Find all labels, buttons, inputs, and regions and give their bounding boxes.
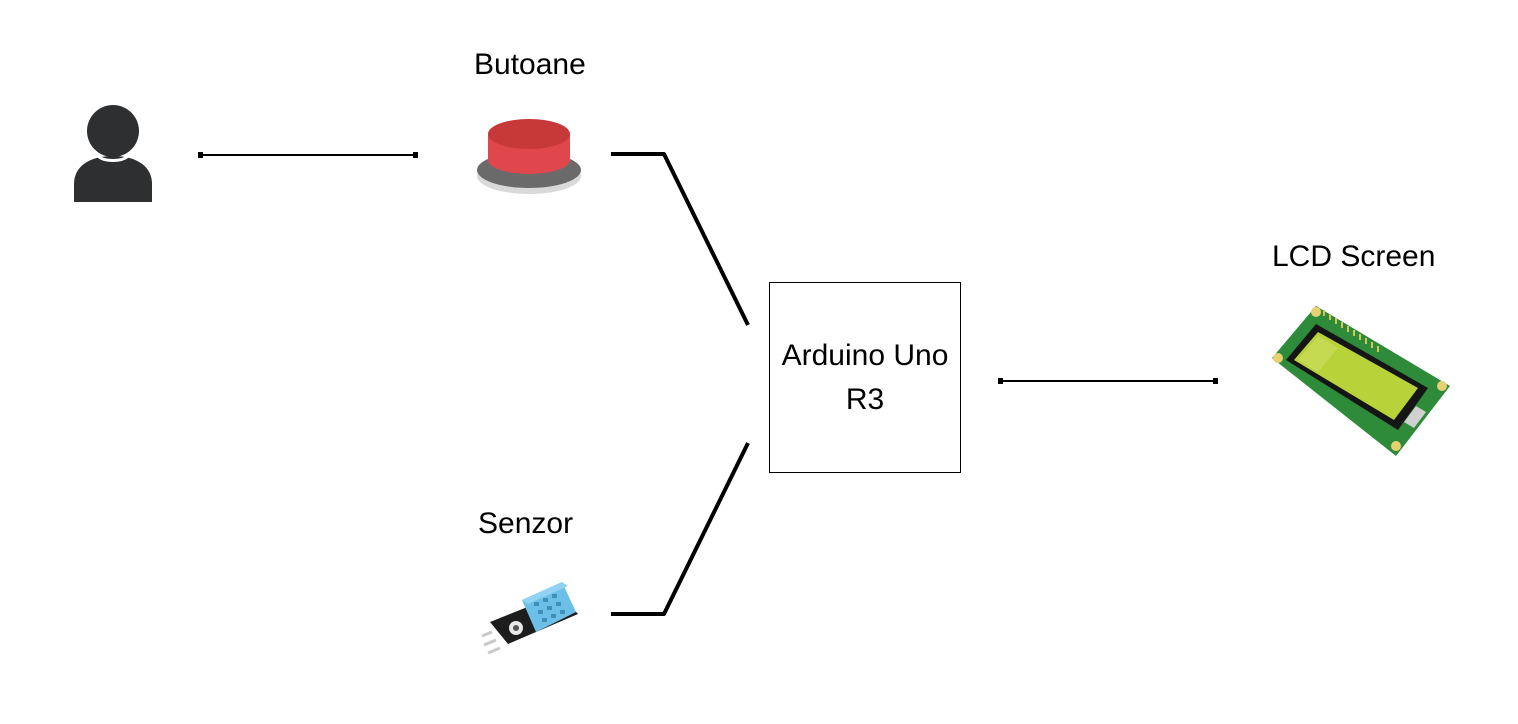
person-icon xyxy=(74,105,152,202)
lcd-module-icon[interactable] xyxy=(1264,302,1458,464)
dht11-sensor-icon[interactable] xyxy=(476,574,586,658)
user-to-buttons-connector xyxy=(198,152,418,158)
lcd-label: LCD Screen xyxy=(1272,240,1436,273)
arduino-label-line2: R3 xyxy=(845,382,885,416)
sensor-label: Senzor xyxy=(478,507,574,540)
buttons-to-arduino-connector xyxy=(611,152,750,326)
push-button-icon[interactable] xyxy=(474,112,584,198)
sensor-to-arduino-connector xyxy=(611,442,750,616)
arduino-uno-block[interactable]: Arduino Uno R3 xyxy=(769,282,961,473)
arduino-label-line1: Arduino Uno xyxy=(781,338,949,372)
arduino-to-lcd-connector xyxy=(998,378,1218,384)
buttons-label: Butoane xyxy=(474,48,586,81)
